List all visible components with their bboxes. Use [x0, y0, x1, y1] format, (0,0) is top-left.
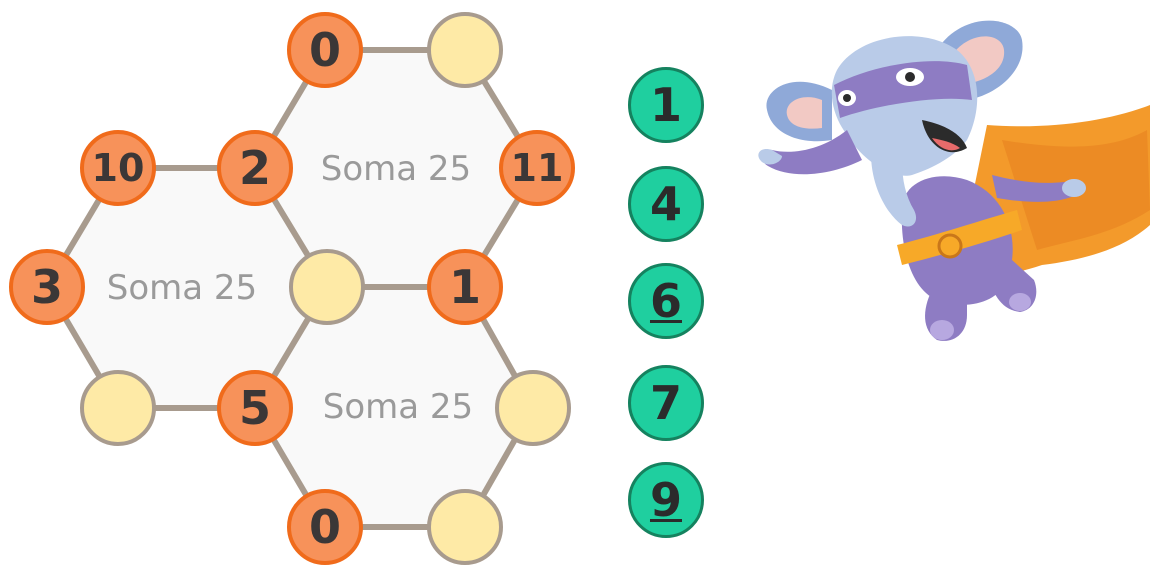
node-bottom-right[interactable]	[427, 489, 503, 565]
sum-label-bottom: Soma 25	[323, 387, 473, 427]
node-right-lower[interactable]	[495, 370, 571, 446]
tile-label: 7	[649, 376, 682, 430]
svg-text:0: 0	[309, 23, 341, 77]
svg-text:1: 1	[449, 260, 481, 314]
number-tile-4[interactable]: 4	[628, 166, 704, 242]
hexagon-bottom	[255, 287, 533, 527]
node-shared-upper[interactable]: 2	[217, 130, 293, 206]
sum-label-top: Soma 25	[321, 149, 471, 189]
number-tile-9[interactable]: 9	[628, 462, 704, 538]
node-shared-lower[interactable]: 5	[217, 370, 293, 446]
tile-label: 6	[649, 274, 682, 328]
svg-text:0: 0	[309, 500, 341, 554]
node-far-left[interactable]: 3	[9, 249, 85, 325]
svg-text:10: 10	[92, 146, 145, 190]
sum-label-left: Soma 25	[107, 268, 257, 308]
node-top-right[interactable]	[427, 12, 503, 88]
number-tile-7[interactable]: 7	[628, 365, 704, 441]
number-tile-1[interactable]: 1	[628, 67, 704, 143]
hexagon-left	[47, 168, 327, 408]
superhero-elephant-icon	[758, 20, 1150, 341]
nodes: 0 10 2 11 3 1 5 0	[9, 12, 575, 565]
node-top-left[interactable]: 0	[287, 12, 363, 88]
puzzle-board: Soma 25 Soma 25 Soma 25 0 10 2 11 3 1 5 …	[9, 12, 575, 565]
node-right-upper[interactable]: 11	[499, 130, 575, 206]
node-left-top-outer[interactable]: 10	[80, 130, 156, 206]
node-center-right[interactable]: 1	[427, 249, 503, 325]
svg-text:5: 5	[239, 381, 271, 435]
tile-label: 1	[649, 78, 682, 132]
tile-label: 4	[649, 177, 682, 231]
svg-text:3: 3	[31, 260, 63, 314]
tile-label: 9	[649, 473, 682, 527]
node-bottom-left[interactable]: 0	[287, 489, 363, 565]
node-center[interactable]	[289, 249, 365, 325]
svg-text:11: 11	[511, 146, 564, 190]
node-left-bottom-outer[interactable]	[80, 370, 156, 446]
hexagon-top	[255, 50, 537, 287]
svg-text:2: 2	[239, 141, 271, 195]
number-tile-6[interactable]: 6	[628, 263, 704, 339]
